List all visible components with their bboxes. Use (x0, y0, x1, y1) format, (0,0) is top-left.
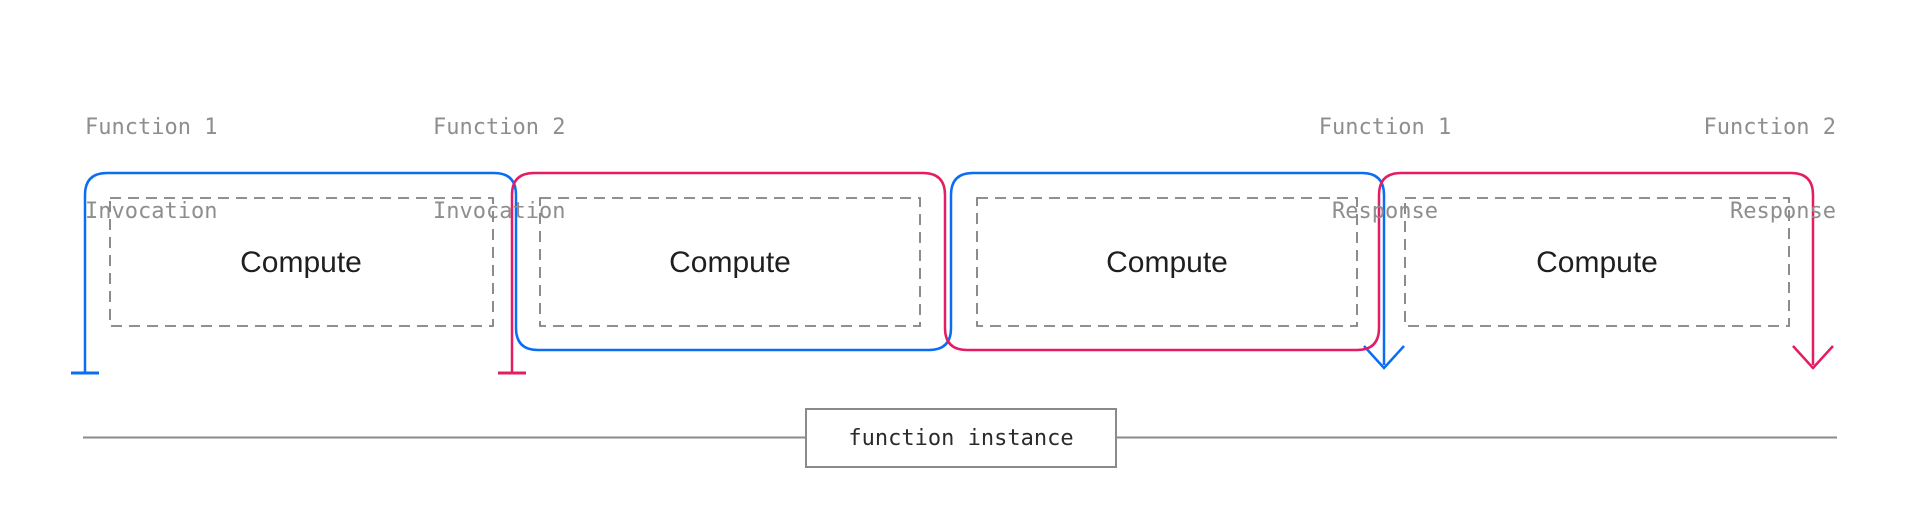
label-function1-response: Function 1 Response (1319, 58, 1451, 282)
compute-dashed-border-2 (539, 197, 921, 327)
compute-box-label-2: Compute (669, 246, 791, 279)
label-line: Response (1332, 199, 1438, 224)
label-function2-invocation: Function 2 Invocation (433, 58, 565, 282)
function1-response-arrowhead-icon (1363, 345, 1405, 370)
label-function2-response: Function 2 Response (1704, 58, 1836, 282)
label-line: Invocation (85, 199, 218, 224)
function2-flow-path (510, 171, 1815, 373)
compute-dashed-border-1 (109, 197, 494, 327)
label-line: Function 2 (1703, 115, 1836, 140)
function-instance-label: function instance (848, 425, 1074, 451)
compute-box-label-1: Compute (240, 246, 362, 279)
compute-box-label-4: Compute (1536, 246, 1658, 279)
function-instance-label-box: function instance (805, 408, 1117, 468)
label-line: Invocation (433, 199, 566, 224)
function1-flow-path (83, 171, 1386, 373)
label-function1-invocation: Function 1 Invocation (85, 58, 217, 282)
function2-response-arrowhead-icon (1792, 345, 1834, 370)
label-line: Response (1730, 199, 1836, 224)
label-line: Function 1 (1318, 115, 1452, 140)
compute-dashed-border-3 (976, 197, 1358, 327)
compute-dashed-border-4 (1404, 197, 1790, 327)
label-line: Function 2 (433, 115, 566, 140)
label-line: Function 1 (85, 115, 218, 140)
compute-box-label-3: Compute (1106, 246, 1228, 279)
